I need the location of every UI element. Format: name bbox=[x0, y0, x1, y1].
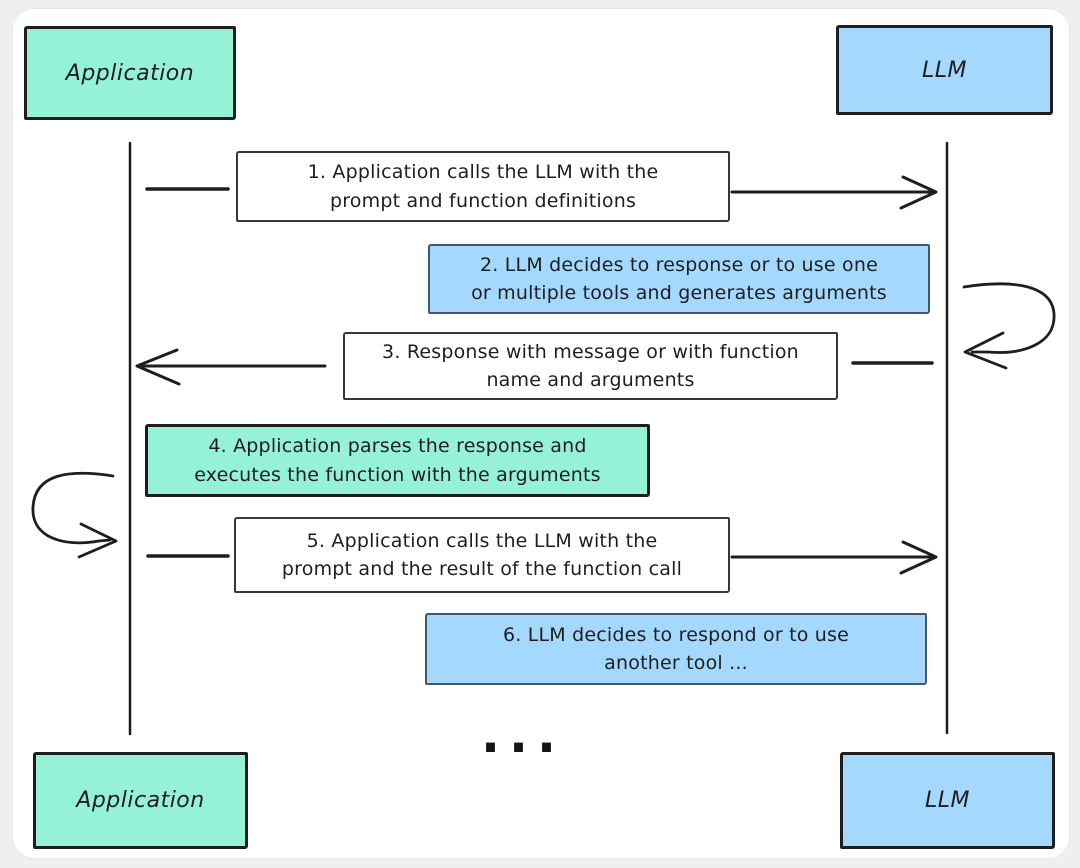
message-6-box: 6. LLM decides to respond or to use anot… bbox=[425, 613, 927, 685]
message-3-line-2: name and arguments bbox=[486, 369, 695, 391]
actor-llm-top: LLM bbox=[836, 25, 1053, 115]
message-5-line-2: prompt and the result of the function ca… bbox=[281, 558, 683, 580]
message-2-line-1: 2. LLM decides to response or to use one bbox=[479, 253, 878, 276]
llm-self-loop-arrowhead-icon bbox=[963, 331, 1008, 370]
actor-llm-bottom-label: LLM bbox=[925, 788, 970, 813]
message-1-box: 1. Application calls the LLM with the pr… bbox=[236, 151, 730, 222]
message-6-line-1: 6. LLM decides to respond or to use bbox=[502, 623, 850, 646]
message-5-line-1: 5. Application calls the LLM with the bbox=[306, 529, 658, 552]
llm-self-loop-arrow bbox=[962, 282, 1056, 354]
message-4-box: 4. Application parses the response and e… bbox=[145, 424, 650, 497]
actor-application-top: Application bbox=[24, 26, 236, 120]
message-1-arrowhead-right-icon bbox=[899, 175, 938, 210]
continuation-ellipsis: ... bbox=[481, 706, 565, 764]
actor-application-bottom: Application bbox=[33, 752, 248, 849]
message-5-arrowhead-right-icon bbox=[899, 540, 938, 575]
actor-application-top-label: Application bbox=[65, 60, 195, 86]
message-2-box: 2. LLM decides to response or to use one… bbox=[428, 244, 930, 314]
message-4-line-2: executes the function with the arguments bbox=[194, 463, 601, 486]
message-3-box: 3. Response with message or with functio… bbox=[343, 332, 838, 400]
application-self-loop-arrow bbox=[31, 471, 115, 545]
actor-llm-top-label: LLM bbox=[922, 57, 967, 83]
message-6-line-2: another tool ... bbox=[604, 652, 748, 674]
message-1-line-1: 1. Application calls the LLM with the bbox=[307, 161, 659, 183]
application-self-loop-arrowhead-icon bbox=[77, 522, 118, 559]
actor-llm-bottom: LLM bbox=[840, 752, 1055, 849]
message-1-line-2: prompt and function definitions bbox=[329, 189, 637, 212]
message-3-arrowhead-left-icon bbox=[135, 348, 181, 386]
message-5-box: 5. Application calls the LLM with the pr… bbox=[234, 517, 730, 593]
message-2-line-2: or multiple tools and generates argument… bbox=[471, 282, 887, 304]
message-4-line-1: 4. Application parses the response and bbox=[208, 435, 587, 457]
message-3-line-1: 3. Response with message or with functio… bbox=[382, 340, 799, 363]
actor-application-bottom-label: Application bbox=[76, 788, 205, 813]
